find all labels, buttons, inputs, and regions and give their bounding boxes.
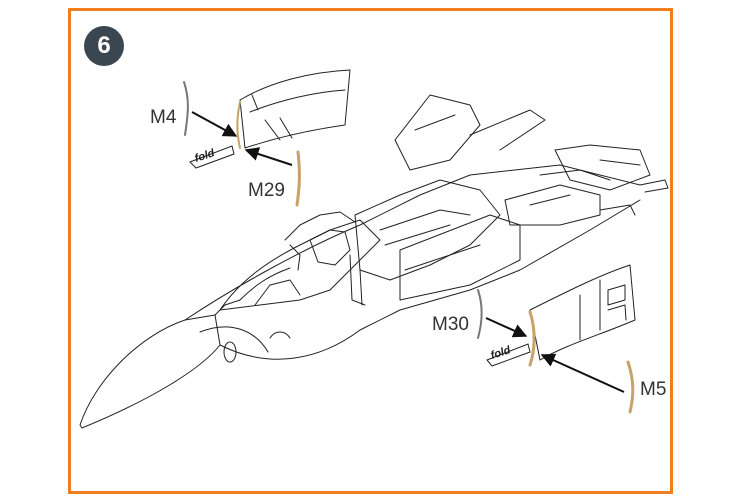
strip-m4-fitted xyxy=(236,101,241,149)
part-label-m30: M30 xyxy=(432,314,469,335)
brass-strips xyxy=(183,81,635,414)
nose-cone xyxy=(79,314,221,429)
step-number: 6 xyxy=(97,32,111,59)
step-number-badge: 6 xyxy=(84,26,124,66)
part-label-m29: M29 xyxy=(248,180,285,201)
arrow-m29 xyxy=(244,147,293,166)
fold-indicator-1: fold xyxy=(189,145,235,169)
instruction-frame xyxy=(68,8,673,494)
wing-right xyxy=(554,144,651,191)
strip-m29 xyxy=(295,150,301,207)
intake xyxy=(354,179,501,281)
fuselage-panel xyxy=(399,214,521,301)
part-label-m5: M5 xyxy=(640,379,666,400)
nose-panel xyxy=(223,341,237,363)
fuselage-upper xyxy=(184,164,641,321)
arrow-m5 xyxy=(540,353,625,393)
strip-m5 xyxy=(626,360,635,414)
strip-m30 xyxy=(477,289,483,339)
canopy-part xyxy=(239,69,351,149)
wing-left xyxy=(394,94,481,171)
arrow-m4 xyxy=(191,111,238,137)
cockpit-frame xyxy=(219,219,381,311)
strip-m30-fitted xyxy=(528,310,536,367)
arrow-m30 xyxy=(485,317,528,338)
part-label-m4: M4 xyxy=(150,107,177,128)
fuselage-lower xyxy=(219,199,641,360)
strip-m4 xyxy=(183,81,189,136)
panel-part xyxy=(529,264,636,361)
fold-indicator-2: fold xyxy=(486,343,531,367)
